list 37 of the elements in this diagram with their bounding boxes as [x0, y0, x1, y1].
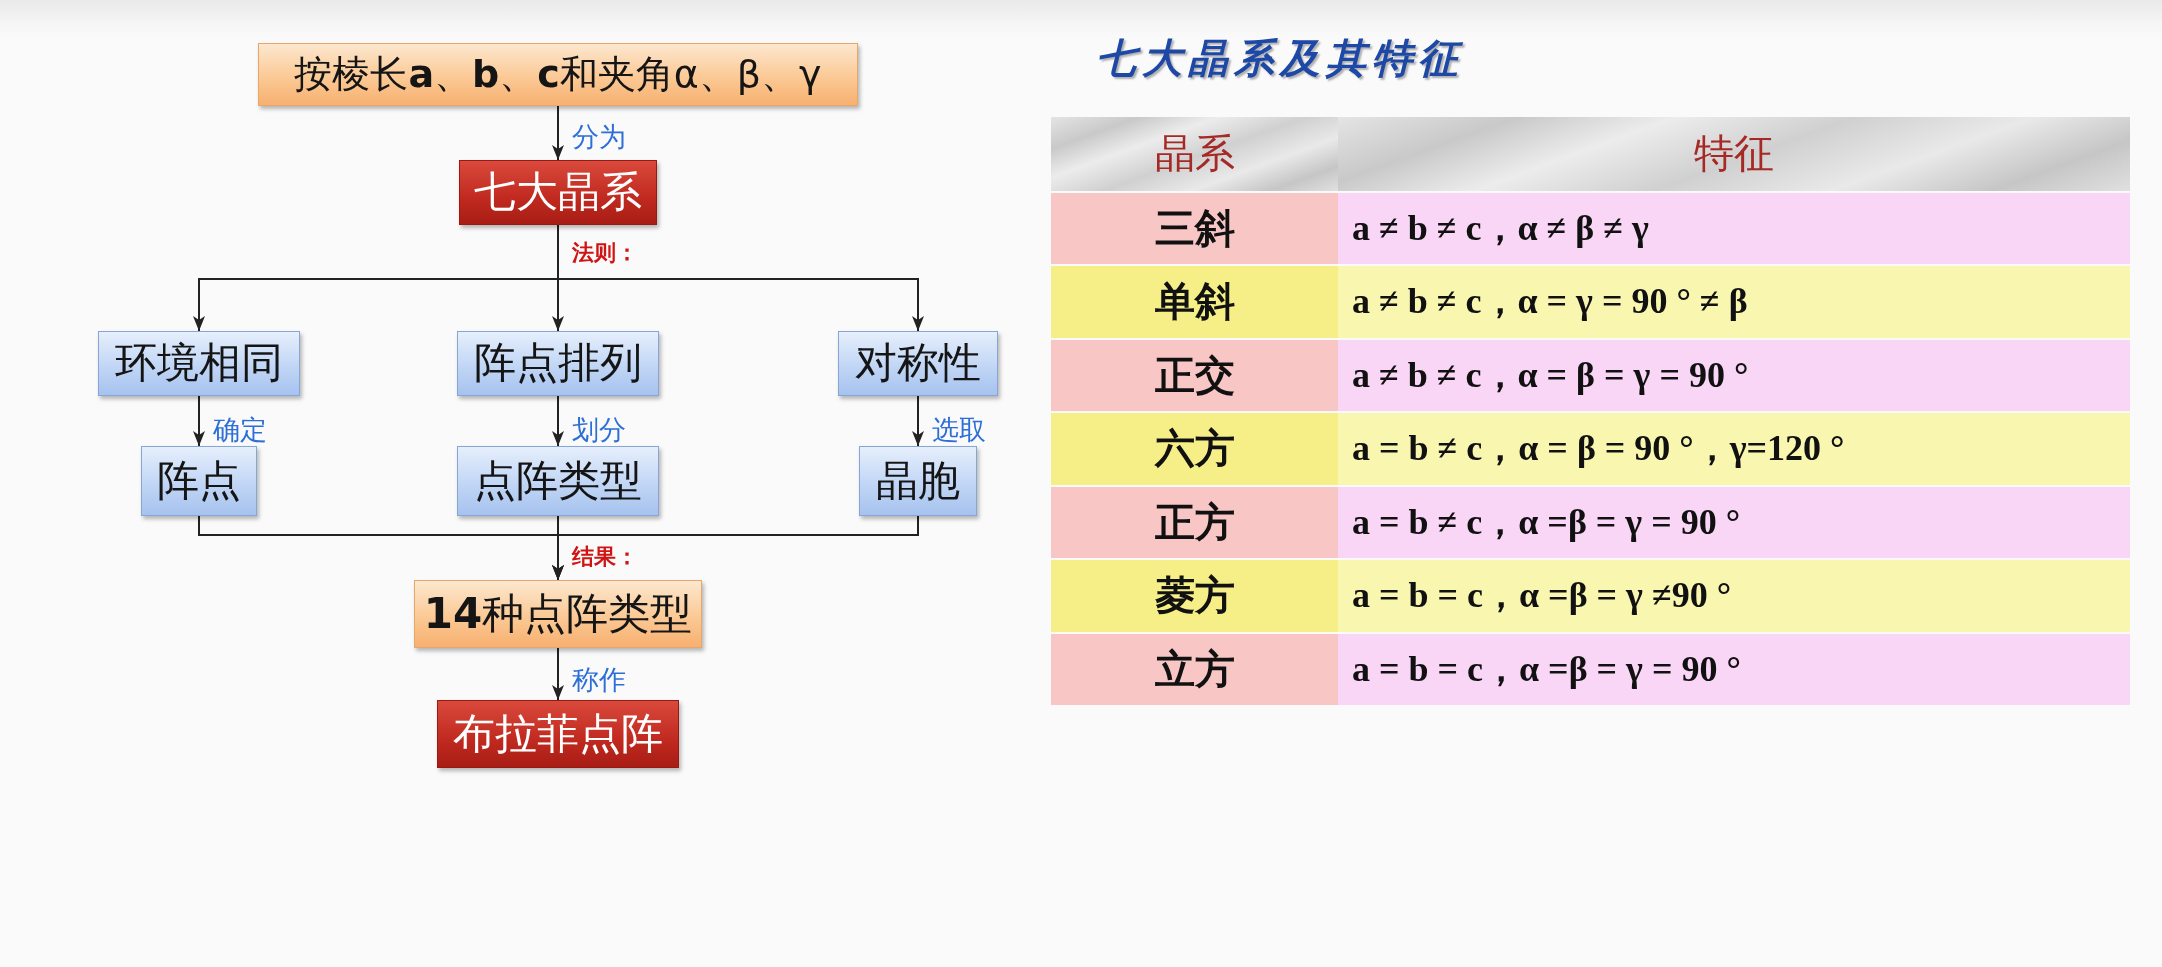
table-cell: 菱方 [1051, 560, 1338, 632]
process-box: 14种点阵类型 [414, 580, 702, 648]
process-box: 按棱长a、b、c和夹角α、β、γ [258, 43, 858, 106]
slide-title: 七大晶系及其特征 [1096, 36, 1464, 80]
arrow [552, 105, 564, 161]
arrow [552, 395, 564, 447]
process-box: 对称性 [838, 331, 998, 396]
edge-label: 划分 [570, 414, 628, 446]
process-box: 晶胞 [859, 446, 977, 516]
table-cell: 单斜 [1051, 266, 1338, 338]
table-cell: a = b ≠ c，α =β = γ = 90 ° [1338, 486, 2130, 558]
process-box: 环境相同 [98, 331, 300, 396]
process-box: 布拉菲点阵 [437, 700, 679, 768]
table-cell: a ≠ b ≠ c，α = γ = 90 ° ≠ β [1338, 266, 2130, 338]
table-cell: 三斜 [1051, 192, 1338, 264]
table-header-cell: 晶系 [1051, 117, 1338, 191]
table-cell: 立方 [1051, 633, 1338, 705]
process-box: 点阵类型 [457, 446, 659, 516]
arrow [552, 515, 919, 581]
table-cell: 正方 [1051, 486, 1338, 558]
edge-label: 确定 [211, 414, 269, 446]
arrow [912, 395, 924, 447]
table-cell: 正交 [1051, 339, 1338, 411]
process-box: 阵点 [141, 446, 257, 516]
table-cell: 六方 [1051, 413, 1338, 485]
process-box: 阵点排列 [457, 331, 659, 396]
table-cell: a ≠ b ≠ c，α ≠ β ≠ γ [1338, 192, 2130, 264]
table-cell: a = b ≠ c，α = β = 90 °，γ=120 ° [1338, 413, 2130, 485]
arrow [552, 647, 564, 701]
process-box: 七大晶系 [459, 160, 657, 225]
edge-label: 选取 [930, 414, 988, 446]
table-header-cell: 特征 [1338, 117, 2130, 191]
table-cell: a = b = c，α =β = γ ≠90 ° [1338, 560, 2130, 632]
table-cell: a = b = c，α =β = γ = 90 ° [1338, 633, 2130, 705]
table-cell: a ≠ b ≠ c，α = β = γ = 90 ° [1338, 339, 2130, 411]
edge-label: 称作 [570, 664, 628, 696]
arrow [193, 395, 205, 447]
